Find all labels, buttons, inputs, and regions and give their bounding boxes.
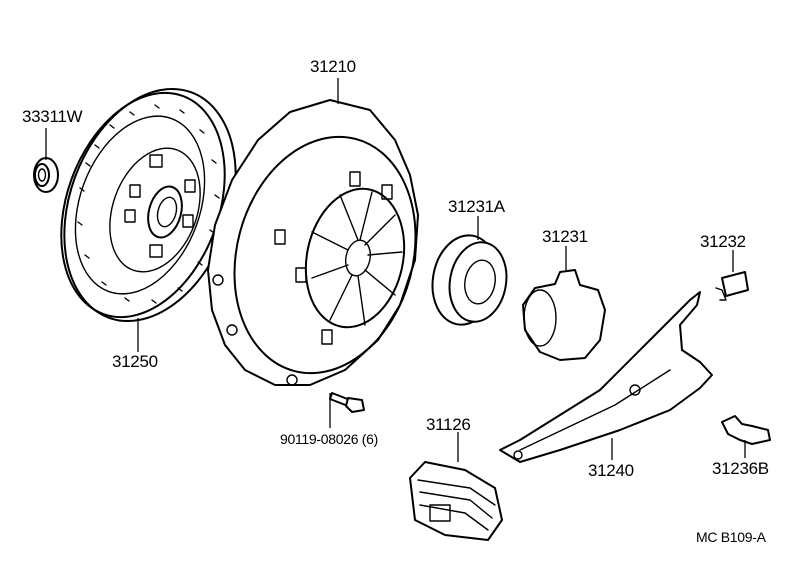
label-31210: 31210 (310, 57, 356, 76)
release-hub-part (522, 269, 606, 361)
label-31250: 31250 (112, 352, 158, 371)
label-31231: 31231 (542, 227, 588, 246)
label-31126: 31126 (426, 415, 471, 434)
label-31236B: 31236B (712, 459, 769, 478)
clutch-disc-part (60, 87, 237, 323)
leader-lines (45, 78, 746, 462)
label-31231A: 31231A (448, 197, 505, 216)
bolt-part (329, 392, 365, 413)
diagram-code: MC B109-A (696, 529, 766, 545)
pivot-part (721, 415, 771, 445)
label-31240: 31240 (588, 461, 634, 480)
clutch-cover-part (207, 99, 419, 386)
label-33311W: 33311W (22, 107, 83, 126)
release-fork-part (499, 291, 713, 463)
label-90119-08026: 90119-08026 (6) (280, 431, 378, 447)
label-31232: 31232 (700, 232, 746, 251)
boot-part (409, 461, 503, 541)
clip-part (715, 271, 749, 301)
release-bearing-part (431, 234, 508, 326)
pilot-bearing-part (33, 157, 59, 193)
